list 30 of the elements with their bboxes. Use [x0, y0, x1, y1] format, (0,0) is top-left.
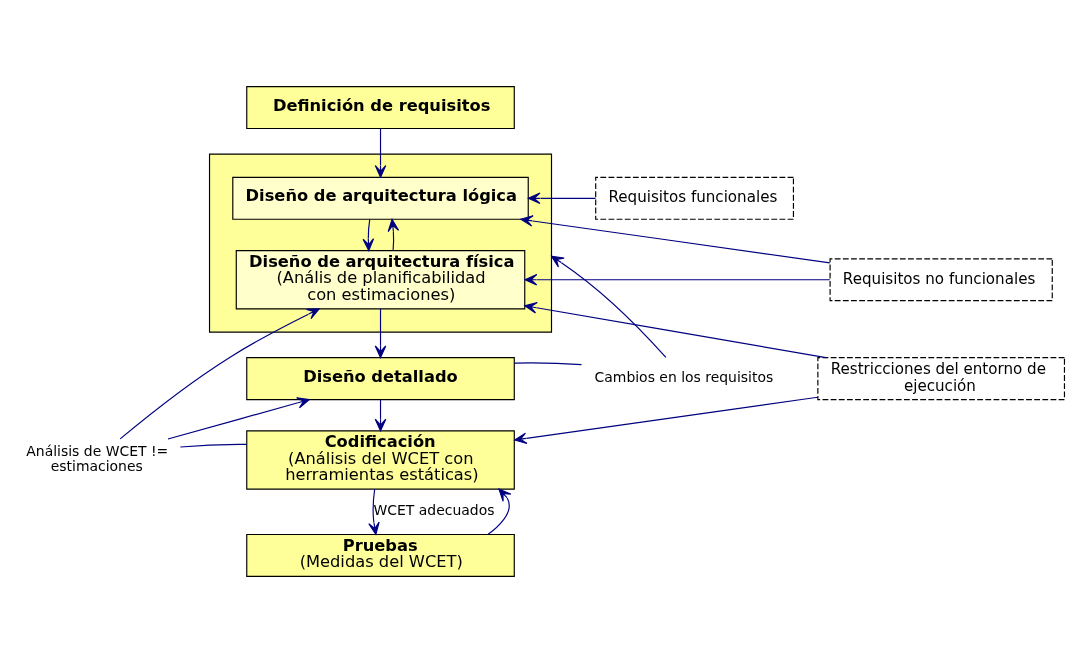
- arrow: [374, 399, 387, 432]
- node-text: Análisis de WCET != estimaciones: [26, 443, 169, 475]
- node-box: Diseño de arquitectura física (Anális de planificabilidad con estimaciones): [235, 250, 526, 310]
- arrow: [368, 488, 380, 535]
- arrow: [524, 302, 827, 359]
- arrow: [550, 255, 667, 358]
- arrow: [520, 215, 831, 264]
- node-box: Requisitos no funcionales: [829, 258, 1053, 302]
- arrow: [167, 397, 310, 440]
- arrow: [119, 308, 320, 440]
- arrow: [524, 273, 831, 286]
- arrow: [362, 218, 375, 252]
- node-box: Definición de requisitos: [246, 86, 515, 130]
- arrow: [527, 192, 597, 205]
- node-box: Diseño detallado: [246, 357, 515, 401]
- node-box: Pruebas (Medidas del WCET): [246, 533, 515, 577]
- cluster: [208, 153, 553, 333]
- node-box: Diseño de arquitectura lógica: [232, 176, 529, 220]
- connector: [179, 443, 248, 448]
- arrow: [514, 396, 819, 445]
- node-text: Cambios en los requisitos: [594, 369, 774, 386]
- node-box: Restricciones del entorno de ejecución: [817, 357, 1066, 401]
- connector: [513, 362, 583, 366]
- edge-label: WCET adecuados: [373, 502, 495, 519]
- arrow: [487, 488, 512, 535]
- node-box: Requisitos funcionales: [595, 176, 795, 220]
- node-box: Codificación (Análisis del WCET con herramientas estáticas): [246, 430, 515, 490]
- arrow: [387, 218, 400, 252]
- arrow: [374, 128, 387, 178]
- arrow: [374, 308, 387, 359]
